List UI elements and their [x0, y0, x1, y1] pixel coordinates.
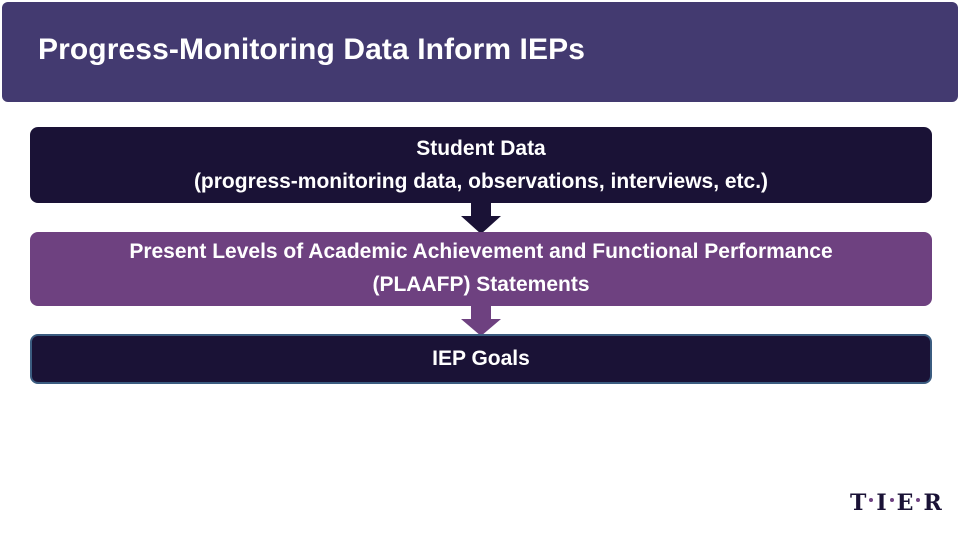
logo-dot-icon [889, 498, 894, 502]
plaafp-box: Present Levels of Academic Achievement a… [30, 232, 932, 306]
logo-letter: T [850, 490, 867, 516]
title-bar: Progress-Monitoring Data Inform IEPs [2, 2, 958, 102]
plaafp-subheading: (PLAAFP) Statements [372, 273, 590, 296]
iep-goals-box: IEP Goals [30, 334, 932, 384]
logo-letter: I [876, 490, 887, 516]
logo-letter: E [896, 490, 914, 516]
iep-goals-label: IEP Goals [432, 347, 530, 370]
student-data-heading: Student Data [416, 137, 546, 160]
student-data-description: (progress-monitoring data, observations,… [193, 170, 769, 193]
page-title: Progress-Monitoring Data Inform IEPs [38, 33, 585, 66]
plaafp-heading: Present Levels of Academic Achievement a… [129, 240, 833, 263]
down-arrow-icon [461, 305, 501, 336]
logo-dot-icon [916, 498, 921, 502]
logo-letter: R [923, 490, 942, 516]
tier-logo: T I E R [850, 490, 942, 516]
student-data-box: Student Data (progress-monitoring data, … [30, 127, 932, 203]
down-arrow-icon [461, 202, 501, 234]
logo-dot-icon [869, 498, 874, 502]
